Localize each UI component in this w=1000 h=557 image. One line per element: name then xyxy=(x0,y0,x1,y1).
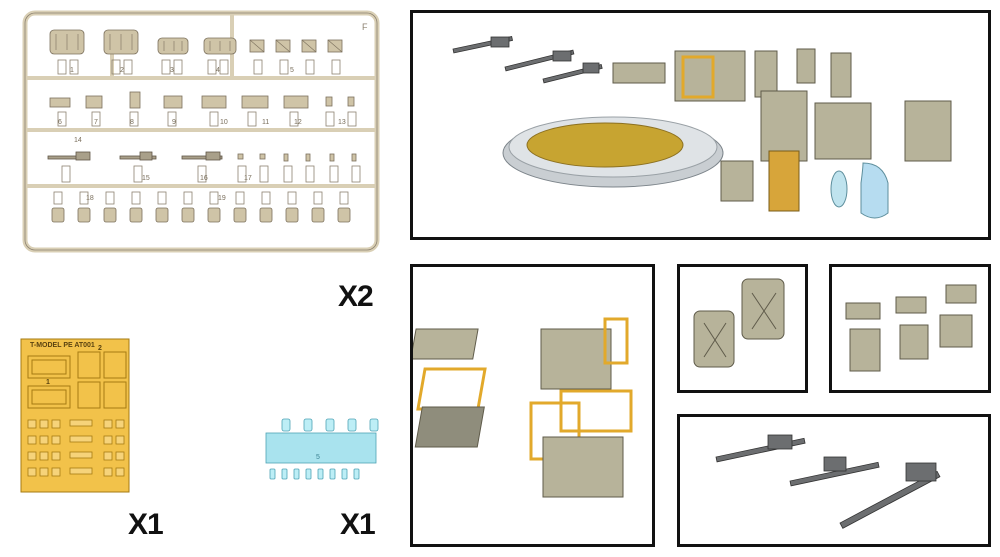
plastic-sprue-quantity: X2 xyxy=(338,280,374,313)
clear-sprue: 5 xyxy=(265,418,379,480)
part-number: 18 xyxy=(86,195,94,202)
render-frame-overview xyxy=(410,10,991,240)
part-number: 2 xyxy=(120,67,124,74)
part-number: 16 xyxy=(200,175,208,182)
part-number: 14 xyxy=(74,137,82,144)
part-number: 17 xyxy=(244,175,252,182)
part-number: 11 xyxy=(262,119,269,126)
clear-part-number: 5 xyxy=(316,454,320,461)
part-number: 7 xyxy=(94,119,98,126)
part-number: 3 xyxy=(170,67,174,74)
render-frame-machine-guns xyxy=(677,414,991,547)
pe-part-number: 1 xyxy=(46,379,50,386)
part-number: 13 xyxy=(338,119,346,126)
render-frame-ammo-boxes xyxy=(829,264,991,393)
render-frame-jerry-cans xyxy=(677,264,808,393)
part-number: 8 xyxy=(130,119,134,126)
part-number: 1 xyxy=(70,67,74,74)
plastic-sprue-f: 1 2 3 4 5 6 7 8 9 10 11 12 13 14 15 16 1… xyxy=(22,10,380,253)
overview-render xyxy=(452,36,952,219)
part-number: 19 xyxy=(218,195,226,202)
machine-guns-render xyxy=(715,434,941,529)
sprue-letter: F xyxy=(362,22,368,32)
part-number: 10 xyxy=(220,119,228,126)
crate-exploded-render xyxy=(410,317,633,498)
ammo-boxes-render xyxy=(845,284,977,372)
part-number: 4 xyxy=(216,67,220,74)
part-number: 12 xyxy=(294,119,302,126)
part-number: 5 xyxy=(290,67,294,74)
part-number: 9 xyxy=(172,119,176,126)
clear-sprue-quantity: X1 xyxy=(340,508,376,541)
photo-etch-fret: T-MODEL PE AT001 1 2 xyxy=(20,338,130,493)
part-number: 6 xyxy=(58,119,62,126)
part-number: 15 xyxy=(142,175,150,182)
jerry-cans-render xyxy=(693,278,785,368)
pe-title: T-MODEL PE AT001 xyxy=(30,342,95,349)
render-frame-crate-exploded xyxy=(410,264,655,547)
pe-part-number: 2 xyxy=(98,345,102,352)
photo-etch-quantity: X1 xyxy=(128,508,164,541)
